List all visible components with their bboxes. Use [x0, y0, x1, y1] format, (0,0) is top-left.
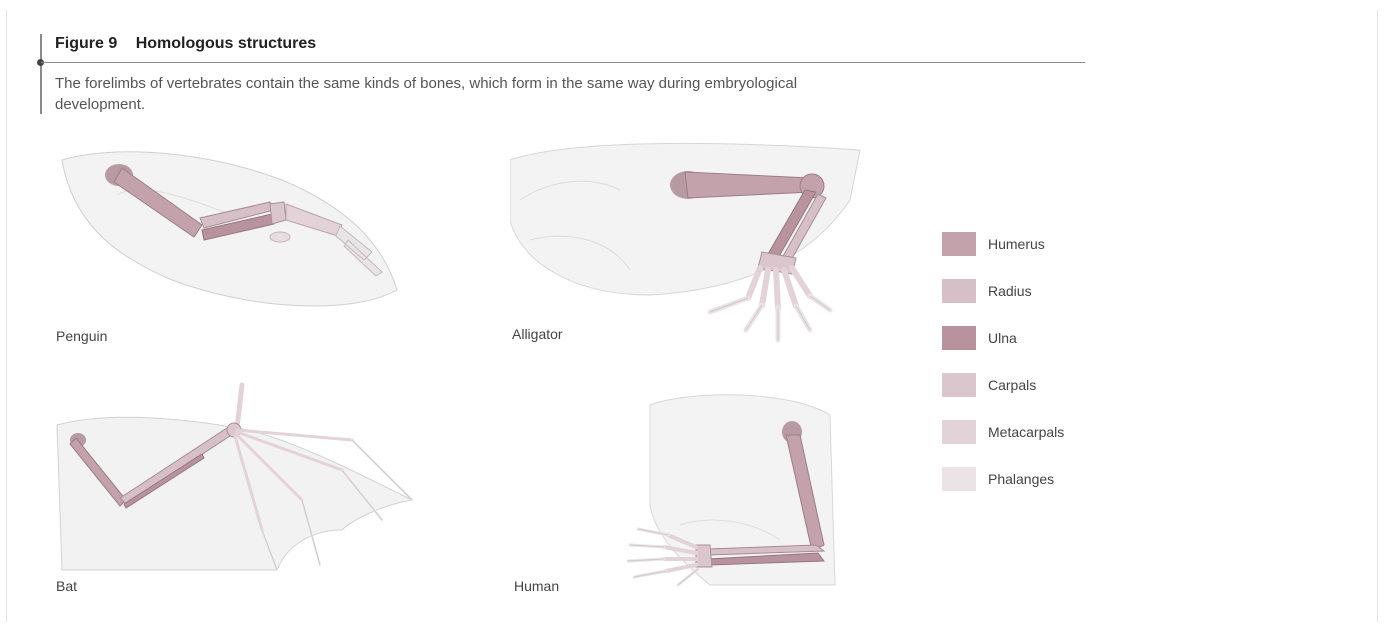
legend-item-metacarpals: Metacarpals — [942, 418, 1142, 444]
human-label: Human — [514, 578, 559, 594]
legend-item-carpals: Carpals — [942, 371, 1142, 397]
alligator-phalanges — [710, 296, 830, 340]
radius-swatch — [942, 279, 976, 303]
figure-caption: The forelimbs of vertebrates contain the… — [55, 73, 815, 115]
legend-item-ulna: Ulna — [942, 324, 1142, 350]
alligator-illustration — [510, 140, 870, 350]
humerus-swatch — [942, 232, 976, 256]
human-carpals — [696, 545, 712, 567]
legend-item-phalanges: Phalanges — [942, 465, 1142, 491]
legend-label-carpals: Carpals — [988, 377, 1036, 393]
ulna-swatch — [942, 326, 976, 350]
legend-label-radius: Radius — [988, 283, 1032, 299]
legend-label-phalanges: Phalanges — [988, 471, 1054, 487]
legend-label-metacarpals: Metacarpals — [988, 424, 1064, 440]
metacarpals-swatch — [942, 420, 976, 444]
phalanges-swatch — [942, 467, 976, 491]
figure-number: Figure 9 — [55, 35, 117, 52]
legend-item-radius: Radius — [942, 277, 1142, 303]
figure-side-rule — [40, 34, 42, 114]
bat-label: Bat — [56, 578, 77, 594]
alligator-metacarpals — [748, 268, 810, 308]
alligator-label: Alligator — [512, 326, 563, 342]
title-divider — [41, 62, 1085, 63]
bat-illustration — [52, 380, 422, 580]
figure-title-text: Homologous structures — [136, 35, 316, 52]
legend-label-ulna: Ulna — [988, 330, 1017, 346]
human-illustration — [620, 385, 850, 590]
penguin-label: Penguin — [56, 328, 107, 344]
legend-item-humerus: Humerus — [942, 230, 1142, 256]
legend-label-humerus: Humerus — [988, 236, 1045, 252]
figure-title: Figure 9 Homologous structures — [55, 35, 316, 53]
penguin-carpals — [270, 202, 286, 224]
carpals-swatch — [942, 373, 976, 397]
penguin-illustration — [52, 140, 412, 325]
